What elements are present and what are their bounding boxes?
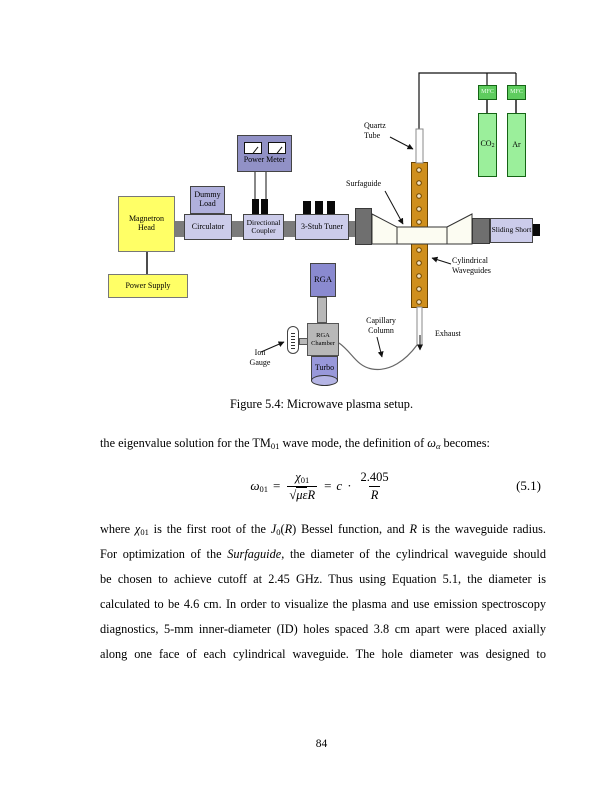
ar-cylinder: Ar <box>507 113 526 177</box>
magnetron-head-label: Magnetron Head <box>128 214 165 232</box>
turbo-base-ellipse <box>311 375 338 386</box>
tuner-stub <box>327 201 335 214</box>
capillary-column-label: Capillary Column <box>366 316 396 336</box>
three-stub-tuner-box: 3-Stub Tuner <box>295 214 349 240</box>
surfaguide-arrow <box>384 190 404 225</box>
capillary-arrow <box>376 336 384 358</box>
equation: ω01 = χ01 √μεR = c · 2.405 R <box>250 469 389 502</box>
mfc-label: MFC <box>510 89 523 96</box>
rga-stem <box>317 297 327 323</box>
meter-needle-icon <box>251 146 258 154</box>
power-meter-content: Power Meter <box>243 142 286 165</box>
equation-row: ω01 = χ01 √μεR = c · 2.405 R (5.1) <box>100 464 543 508</box>
body-intro-line: the eigenvalue solution for the TM01 wav… <box>100 436 490 451</box>
turbo-label: Turbo <box>314 363 335 373</box>
mfc-label: MFC <box>481 89 494 96</box>
ar-label: Ar <box>512 139 521 149</box>
body-line: be chosen to achieve cutoff at 2.45 GHz.… <box>100 572 546 586</box>
co2-cylinder: CO2 <box>478 113 497 177</box>
meter-needle-icon <box>275 146 282 154</box>
waveguide-flange-left <box>355 208 372 245</box>
surfaguide-horn-left <box>371 213 398 245</box>
fraction-cutoff: 2.405 R <box>360 469 389 502</box>
surfaguide-label: Surfaguide <box>346 179 382 188</box>
mfc-box-ar: MFC <box>507 85 526 100</box>
equation-number: (5.1) <box>516 478 541 493</box>
directional-coupler-box: Directional Coupler <box>243 214 284 240</box>
tuner-stub <box>315 201 323 214</box>
ion-gauge-filament-icon <box>291 331 295 349</box>
coupler-post <box>261 199 268 214</box>
exhaust-label: Exhaust <box>435 329 461 338</box>
quartz-tube-arrow <box>389 136 414 150</box>
analog-meter-icon <box>243 142 262 155</box>
body-line: For optimization of the Surfaguide, the … <box>100 547 546 561</box>
rga-label: RGA <box>314 274 332 285</box>
quartz-tube-upper <box>415 128 424 164</box>
circulator-label: Circulator <box>191 221 225 231</box>
rga-chamber-box: RGA Chamber <box>307 323 339 356</box>
body-line: calculated to be 4.6 cm. In order to vis… <box>100 597 546 611</box>
quartz-tube-label: Quartz Tube <box>364 121 386 141</box>
rga-chamber-label: RGA Chamber <box>311 332 335 347</box>
figure-diagram: Magnetron Head Power Supply Dummy Load C… <box>108 72 540 386</box>
coupler-post <box>252 199 259 214</box>
body-line: diagnostics, 5-mm inner-diameter (ID) ho… <box>100 622 546 636</box>
directional-coupler-label: Directional Coupler <box>246 217 281 235</box>
sliding-short-knob <box>533 224 540 236</box>
cylindrical-waveguides-arrow <box>431 256 452 265</box>
ion-gauge-stub <box>299 338 308 345</box>
analog-meter-icon <box>267 142 286 155</box>
body-line: along one face of each cylindrical waveg… <box>100 647 546 661</box>
magnetron-head-box: Magnetron Head <box>118 196 175 252</box>
cylindrical-waveguide-column <box>411 162 428 308</box>
tuner-stub <box>303 201 311 214</box>
waveguide-flange-right <box>472 218 490 244</box>
figure-caption: Figure 5.4: Microwave plasma setup. <box>229 397 414 411</box>
gauge-row <box>243 142 286 155</box>
quartz-tube-lower <box>416 306 423 346</box>
circulator-box: Circulator <box>184 214 232 240</box>
ion-gauge-body <box>287 326 299 354</box>
rga-box: RGA <box>310 263 336 297</box>
power-supply-box: Power Supply <box>108 274 188 298</box>
dummy-load-label: Dummy Load <box>194 190 221 208</box>
three-stub-tuner-label: 3-Stub Tuner <box>300 221 343 231</box>
sliding-short-box: Sliding Short <box>490 218 533 243</box>
power-meter-label: Power Meter <box>243 155 286 165</box>
dummy-load-box: Dummy Load <box>190 186 225 214</box>
power-supply-label: Power Supply <box>125 280 171 290</box>
capillary-line <box>338 342 418 371</box>
power-meter-box: Power Meter <box>237 135 292 172</box>
surfaguide-horn-right <box>446 213 473 245</box>
mfc-box-co2: MFC <box>478 85 497 100</box>
sliding-short-label: Sliding Short <box>491 225 532 235</box>
gas-line <box>418 72 516 131</box>
fraction-chi: χ01 √μεR <box>287 469 318 502</box>
ion-gauge-label: Ion Gauge <box>249 348 271 368</box>
body-line: where χ01 is the first root of the J0(R)… <box>100 522 546 537</box>
page-number: 84 <box>315 738 328 750</box>
cylindrical-waveguides-label: Cylindrical Waveguides <box>452 256 491 276</box>
co2-label: CO2 <box>480 139 495 150</box>
